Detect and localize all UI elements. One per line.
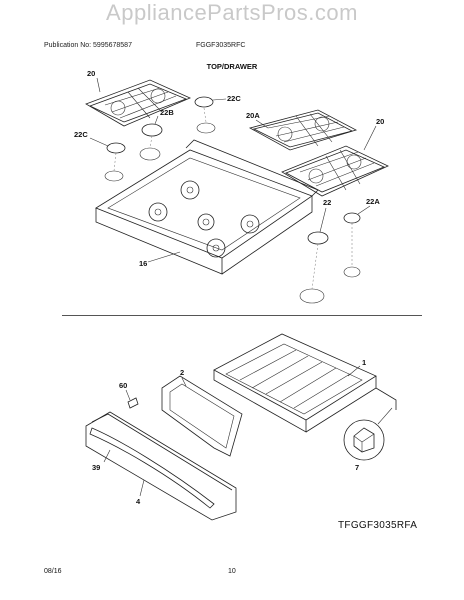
callout-60: 60 xyxy=(119,381,127,390)
drawer-slide-detail[interactable] xyxy=(343,419,385,461)
burner-cap-22c-top[interactable] xyxy=(194,96,214,108)
section-title: TOP/DRAWER xyxy=(206,62,258,71)
leader-22a xyxy=(357,205,371,215)
leader-20-left xyxy=(96,77,101,93)
callout-22a: 22A xyxy=(366,197,380,206)
callout-16: 16 xyxy=(139,259,147,268)
section-divider xyxy=(62,315,422,316)
main-cooktop[interactable] xyxy=(95,139,319,275)
callout-1: 1 xyxy=(362,358,366,367)
drawer-handle[interactable] xyxy=(89,427,215,509)
leader-22 xyxy=(319,207,327,233)
leader-20-right xyxy=(363,125,377,151)
leader-22c-top xyxy=(212,98,227,101)
publication-number: Publication No: 5995678587 xyxy=(44,42,132,49)
callout-22c-top: 22C xyxy=(227,94,241,103)
leader-60 xyxy=(125,389,131,401)
callout-22: 22 xyxy=(323,198,331,207)
burner-cap-22[interactable] xyxy=(307,231,329,245)
drawer-screw[interactable] xyxy=(127,397,139,409)
watermark: AppliancePartsPros.com xyxy=(106,0,358,25)
left-burner-grate[interactable] xyxy=(85,79,191,127)
leader-16 xyxy=(147,251,181,263)
burner-head-front-left[interactable] xyxy=(104,170,124,182)
leader-1 xyxy=(347,365,361,377)
footer-date: 08/16 xyxy=(44,568,62,575)
center-burner-grate[interactable] xyxy=(248,109,358,151)
leader-20a xyxy=(255,119,269,129)
burner-cap-22b[interactable] xyxy=(141,123,163,137)
leader-39 xyxy=(103,449,111,463)
diagram-reference-code: TFGGF3035RFA xyxy=(338,520,418,531)
burner-head-front-right[interactable] xyxy=(299,288,325,304)
leader-22c-left xyxy=(89,137,109,147)
drawer-body[interactable] xyxy=(213,333,397,433)
burner-head-left[interactable] xyxy=(139,147,161,161)
leader-2 xyxy=(181,377,187,387)
drawer-front-panel[interactable] xyxy=(85,411,237,521)
callout-2: 2 xyxy=(180,368,184,377)
model-number: FGGF3035RFC xyxy=(196,42,246,49)
drawer-inner-panel[interactable] xyxy=(161,375,243,457)
callout-20a: 20A xyxy=(246,111,260,120)
burner-cap-22a[interactable] xyxy=(343,212,361,224)
burner-cap-22c-left[interactable] xyxy=(106,142,126,154)
callout-20-left: 20 xyxy=(87,69,95,78)
footer-page-number: 10 xyxy=(228,568,236,575)
callout-20-right: 20 xyxy=(376,117,384,126)
callout-39: 39 xyxy=(92,463,100,472)
callout-22c-left: 22C xyxy=(74,130,88,139)
leader-22b xyxy=(154,115,159,125)
callout-4: 4 xyxy=(136,497,141,506)
callout-22b: 22B xyxy=(160,108,174,117)
callout-7: 7 xyxy=(355,463,359,472)
right-burner-grate[interactable] xyxy=(281,145,389,197)
burner-head-right[interactable] xyxy=(343,266,361,278)
leader-4 xyxy=(139,479,145,497)
burner-head-top[interactable] xyxy=(196,122,216,134)
detail-leader xyxy=(377,407,393,425)
